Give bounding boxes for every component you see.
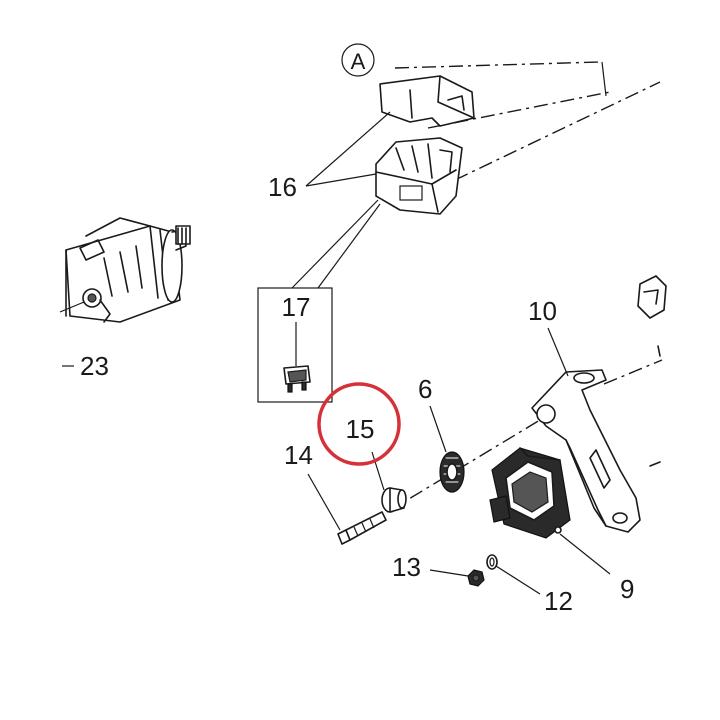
leader-line: [291, 199, 379, 289]
callout-6: 6: [418, 374, 447, 453]
leader-line: [307, 473, 341, 531]
callout-6-label: 6: [418, 374, 432, 404]
callout-16: 16: [268, 111, 391, 202]
leader-line: [317, 203, 381, 289]
starter-motor: [59, 217, 191, 323]
leader-line: [429, 569, 469, 577]
o-ring: [486, 554, 498, 570]
callout-13: 13: [392, 552, 469, 582]
callout-9: 9: [559, 533, 634, 604]
nut: [467, 569, 485, 587]
callout-12-label: 12: [544, 586, 573, 616]
leader-line: [429, 405, 447, 453]
callout-15-label: 15: [346, 414, 375, 444]
callout-a-label: A: [351, 49, 366, 74]
assembly-line: [601, 61, 607, 97]
relay-housing: [375, 137, 463, 215]
assembly-line: [454, 81, 661, 181]
callout-a-circle: [341, 43, 375, 77]
callout-10-label: 10: [528, 296, 557, 326]
leader-line: [371, 451, 385, 491]
washer: [381, 487, 407, 513]
fuse: [283, 365, 311, 393]
leader-line: [305, 173, 377, 187]
leader-line: [495, 565, 541, 595]
callout-15: 15: [346, 414, 385, 491]
assembly-line: [603, 359, 663, 385]
callout-10: 10: [528, 296, 569, 377]
leader-line: [559, 533, 611, 575]
assembly-line: [394, 61, 601, 69]
callout-a: A: [341, 43, 375, 77]
control-unit: [489, 447, 571, 539]
highlight-ring: [317, 382, 401, 466]
relay-cover: [379, 75, 475, 127]
leader-line: [305, 111, 391, 187]
callout-14: 14: [284, 440, 341, 531]
callout-17-label: 17: [282, 292, 311, 322]
adjacent-component-right: [603, 275, 667, 467]
fuse-frame: [257, 287, 333, 403]
callout-23: 23: [62, 351, 109, 381]
callout-9-label: 9: [620, 574, 634, 604]
fuse-callout-box: 17: [257, 199, 381, 403]
callout-23-label: 23: [80, 351, 109, 381]
callout-13-label: 13: [392, 552, 421, 582]
bolt: [337, 511, 387, 545]
callout-12: 12: [495, 565, 573, 616]
callout-16-label: 16: [268, 172, 297, 202]
callout-14-label: 14: [284, 440, 313, 470]
bracket: [531, 369, 641, 533]
leader-line: [547, 327, 569, 377]
gear: [439, 451, 465, 493]
